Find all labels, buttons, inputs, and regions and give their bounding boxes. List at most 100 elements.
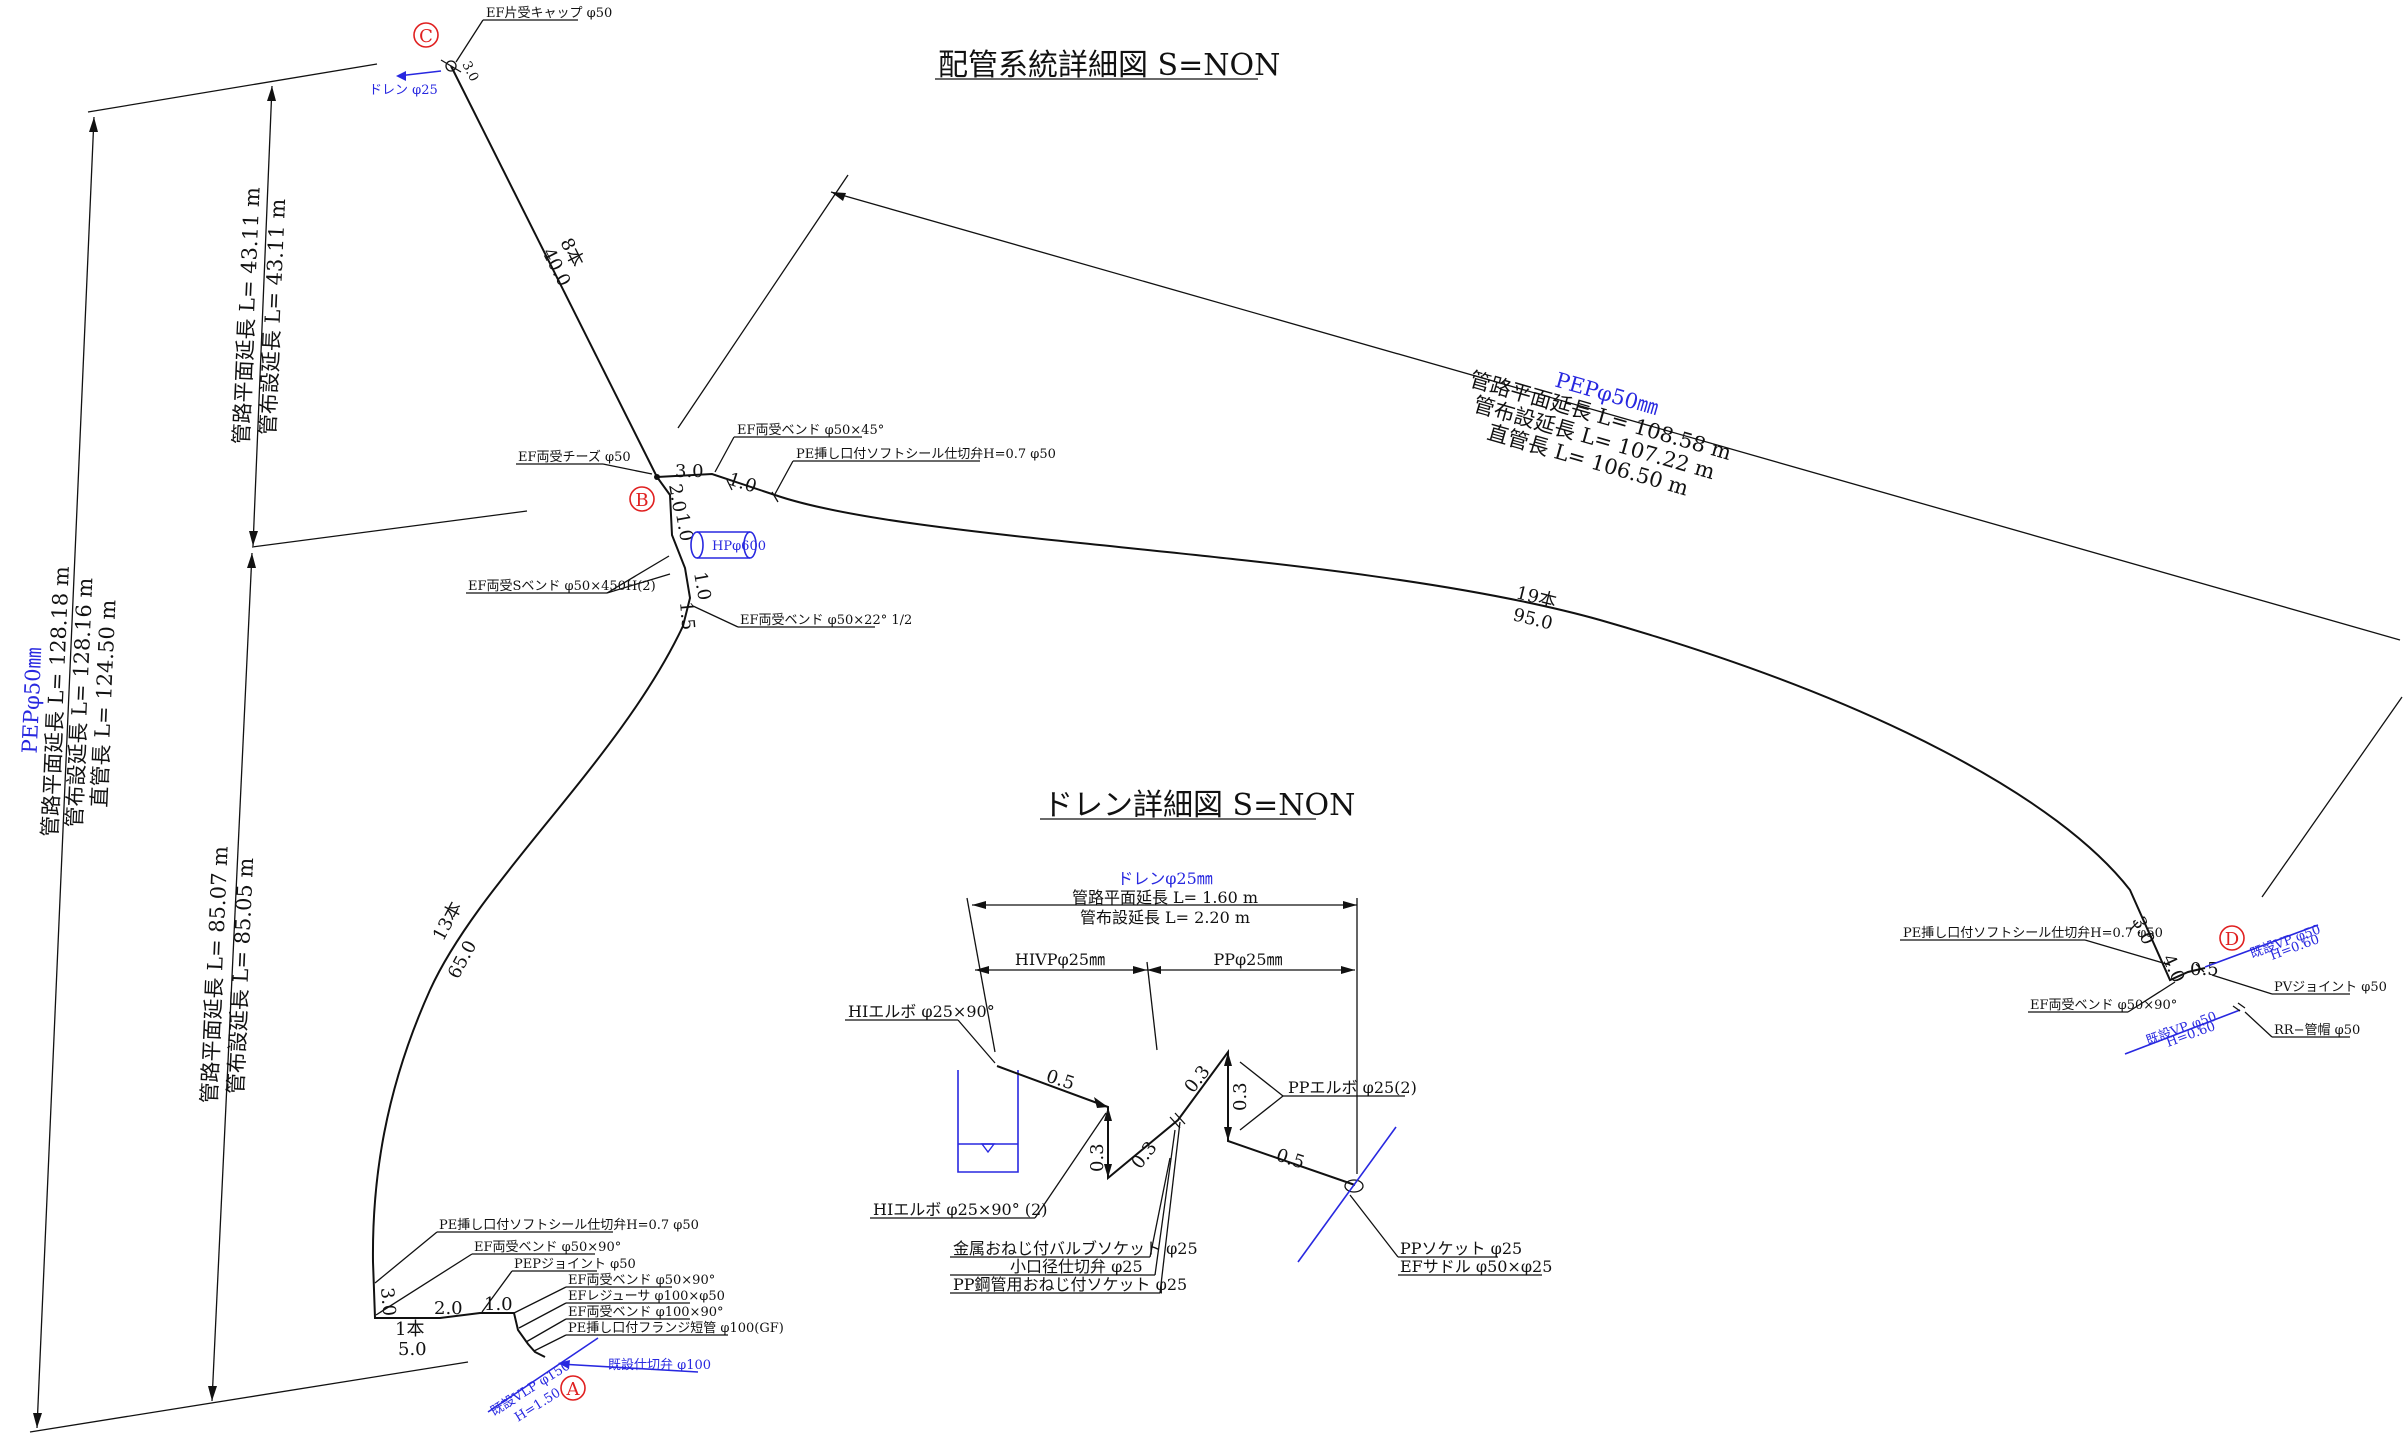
d-pvjoint-leader [2211,974,2273,995]
a-area-labels: PE挿し口付ソフトシール仕切弁H=0.7 φ50 EF両受ベンド φ50×90°… [374,1218,784,1425]
a-length: 5.0 [398,1339,427,1360]
d-pvjoint-label: PVジョイント φ50 [2274,980,2387,995]
left-lower-labels: 管路平面延長 L= 85.07 m 管布設延長 L= 85.05 m [197,845,258,1103]
d-bend-leader [2127,981,2176,1013]
drain-sub-arrow-mid1 [1133,966,1147,974]
cap-leader [455,19,484,63]
drain-d-03b: 0.3 [1127,1138,1161,1173]
right-dimension-lines [677,174,2403,898]
a-reducer-label: EFレジューサ φ100×φ50 [568,1289,725,1304]
pp-elbow-label: PPエルボ φ25(2) [1288,1078,1417,1097]
point-a-label: A [566,1379,581,1400]
drain-saddle-icon [1344,1179,1364,1193]
pp-socket-thread-label: PP鋼管用おねじ付ソケット φ25 [953,1275,1187,1294]
upper-dim-arrow-top [267,86,276,101]
small-valve-leader [1154,1129,1176,1276]
point-b-circle [629,486,655,512]
drain-d-03c: 0.3 [1180,1062,1214,1097]
d-existing-pipe-lower [2124,1009,2241,1055]
b-len-1a: 1.0 [725,469,759,498]
pipe-b-to-d [656,472,2206,982]
drain-name: ドレンφ25㎜ [1117,869,1213,888]
right-ext-left [677,174,849,429]
drain-d-03d: 0.3 [1230,1082,1251,1111]
drain-ext-left [966,897,996,1053]
point-d-circle [2219,925,2245,951]
a-count: 1本 [395,1319,424,1340]
d-area-labels: PE挿し口付ソフトシール仕切弁H=0.7 φ50 EF両受ベンド φ50×90°… [1900,913,2387,1055]
d-valve-label: PE挿し口付ソフトシール仕切弁H=0.7 φ50 [1903,926,2163,941]
lower-dim-line [211,552,253,1402]
d-bend-label: EF両受ベンド φ50×90° [2030,998,2177,1013]
right-dim-arrow-left [831,192,846,201]
drain-title: ドレン詳細図 S=NON [1043,788,1355,823]
a-existing-pipe-line [487,1337,599,1413]
b-len-3: 3.0 [675,461,704,482]
a-bend-leader [375,1253,473,1316]
valve-b-leader [774,460,794,495]
a-len-1: 1.0 [484,1294,513,1315]
hi-elbow-top-label: HIエルボ φ25×90° [848,1002,995,1021]
a-bend100-leader [525,1318,567,1343]
ab-count: 13本 [429,898,467,944]
ext-line-top [87,63,378,113]
pipe-b-to-a [371,476,692,1358]
valve-socket-label: 金属おねじ付バルブソケット φ25 [953,1239,1198,1258]
drain-arrow-3 [1104,1107,1112,1121]
drain-sub-arrow-right [1341,966,1355,974]
sbend-leader1 [606,555,670,594]
ab-length: 65.0 [444,937,481,982]
ext-line-mid [251,510,528,548]
left-total-name: PEPφ50㎜ [18,647,47,754]
a-len-3: 3.0 [376,1287,399,1317]
bend22-label: EF両受ベンド φ50×22° 1/2 [740,613,912,628]
drain-ext-mid [1146,961,1158,1051]
b-len-1c: 1.0 [689,570,715,602]
drain-detail: ドレンφ25㎜ 管路平面延長 L= 1.60 m 管布設延長 L= 2.20 m… [845,869,1552,1294]
drain-sub-arrow-mid2 [1147,966,1161,974]
left-total-labels: PEPφ50㎜ 管路平面延長 L= 128.18 m 管布設延長 L= 128.… [18,566,121,838]
drain-pp: PPφ25㎜ [1213,950,1282,969]
d-len-05: 0.5 [2190,959,2219,980]
drain-arrow-4 [1224,1127,1232,1141]
a-bend100-label: EF両受ベンド φ100×90° [568,1305,724,1320]
cap-label: EF片受キャップ φ50 [486,6,612,21]
a-exist-valve-label: 既設仕切弁 φ100 [608,1357,711,1373]
ext-line-bottom [29,1361,469,1433]
main-title: 配管系統詳細図 S=NON [938,48,1280,83]
drain-valve-box [957,1070,1019,1173]
bend45-label: EF両受ベンド φ50×45° [737,423,884,438]
a-reducer-leader [518,1302,567,1329]
hp-label: HPφ600 [712,539,766,554]
drain-arrow-5 [1224,1052,1232,1066]
right-dim-line [830,191,2401,641]
point-c-label: C [419,26,433,47]
d-cap-mark [2232,1002,2246,1012]
drain-valve-mark [1169,1112,1186,1129]
c-short-len: 3.0 [458,59,481,84]
c-area-labels: EF片受キャップ φ50 3.0 8本 40.0 [455,6,612,290]
drain-plan: 管路平面延長 L= 1.60 m [1072,888,1258,907]
sbend-label: EF両受Sベンド φ50×450H(2) [468,579,656,594]
drain-d-05a: 0.5 [1043,1066,1077,1095]
pp-socket-leader [1349,1194,1399,1258]
total-dim-arrow-bottom [33,1413,42,1428]
a-joint-leader [481,1270,513,1313]
pp-socket-thread-leader [1159,1121,1181,1294]
pp-socket-label: PPソケット φ25 [1400,1239,1522,1258]
upper-dim-arrow-bottom [249,531,258,546]
d-len-4: 4.0 [2157,951,2188,986]
total-dim-arrow-top [89,117,98,132]
left-dimension-lines [29,63,528,1433]
drain-laid: 管布設延長 L= 2.20 m [1080,908,1250,927]
pipe-route [371,59,2206,1358]
a-exist-valve-arrow [558,1360,570,1369]
valve-b-label: PE挿し口付ソフトシール仕切弁H=0.7 φ50 [796,447,1056,462]
total-dim-line [36,116,95,1429]
a-bend2-label: EF両受ベンド φ50×90° [568,1273,715,1288]
drain-c: ドレン φ25 [369,70,442,98]
small-valve-label: 小口径仕切弁 φ25 [1010,1257,1143,1276]
hi-elbow-bot-label: HIエルボ φ25×90° (2) [873,1200,1047,1219]
a-valve-label: PE挿し口付ソフトシール仕切弁H=0.7 φ50 [439,1218,699,1233]
a-flange-label: PE挿し口付フランジ短管 φ100(GF) [568,1321,784,1336]
